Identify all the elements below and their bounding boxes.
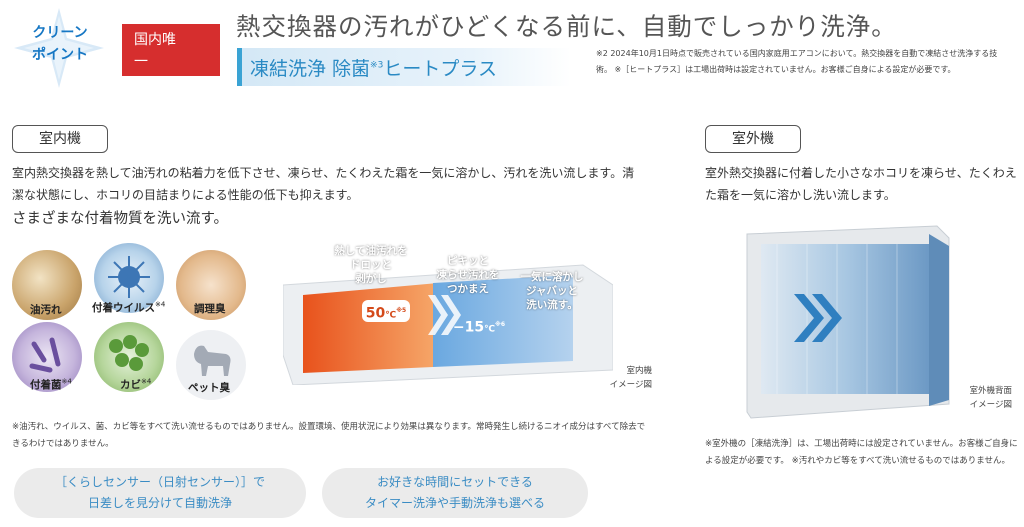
outdoor-footnote: ※室外機の［凍結洗浄］は、工場出荷時には設定されていません。お客様ご自身による設… [705, 439, 1018, 466]
bacteria-icon [29, 337, 61, 373]
feature-bar-text: 凍結洗浄 除菌※3ヒートプラス [250, 54, 497, 81]
pill1-line2: 日差しを見分けて自動洗浄 [87, 496, 232, 510]
mold-image [94, 322, 164, 392]
sensor-wash-pill[interactable]: ［くらしセンサー（日射センサー）］で 日差しを見分けて自動洗浄 [14, 468, 306, 518]
indoor-image-caption: 室内機 イメージ図 [609, 366, 652, 390]
pill1-line1: ［くらしセンサー（日射センサー）］で [54, 475, 265, 489]
substance-label-mold: カビ※4 [120, 377, 152, 392]
virus-icon [108, 256, 150, 298]
substance-label-cooking: 調理臭 [194, 303, 226, 315]
hot-temperature-badge: 50℃※5 [362, 300, 410, 322]
top-footnote: ※2 2024年10月1日時点で販売されている国内家庭用エアコンにおいて。熱交換… [596, 49, 998, 74]
indoor-footnote: ※油汚れ、ウイルス、菌、カビ等をすべて洗い流せるものではありません。設置環境、使… [12, 422, 646, 449]
outdoor-unit-label: 室外機 [705, 125, 801, 153]
clean-point-badge: クリーン ポイント [18, 22, 102, 66]
step-melt-text: 一気に溶かし ジャバッと 洗い流す。 [520, 271, 584, 311]
bacteria-image [12, 322, 82, 392]
dog-icon [194, 345, 231, 376]
feature-text-b: ヒートプラス [383, 58, 497, 80]
domestic-only-badge: 国内唯 一 [122, 24, 220, 76]
outdoor-image-caption: 室外機背面 イメージ図 [969, 386, 1012, 410]
cooking-odor-image [176, 250, 246, 320]
step-heat-text: 熱して油汚れを ドロッと 剥がし [334, 245, 408, 285]
indoor-subheading: さまざまな付着物質を洗い流す。 [12, 211, 229, 227]
timer-wash-pill[interactable]: お好きな時間にセットできる タイマー洗浄や手動洗浄も選べる [322, 468, 588, 518]
substance-label-bacteria: 付着菌※4 [30, 377, 72, 392]
badge-line1: クリーン [32, 25, 88, 41]
step-freeze-text: ピキッと 凍らせ汚れを つかまえ [436, 255, 500, 295]
sparkle-star-icon [14, 8, 104, 88]
page-title: 熱交換器の汚れがひどくなる前に、自動でしっかり洗浄。 [236, 12, 897, 41]
badge-line2: ポイント [32, 47, 88, 63]
pill2-line2: タイマー洗浄や手動洗浄も選べる [364, 496, 545, 510]
outdoor-description: 室外熱交換器に付着した小さなホコリを凍らせ、たくわえた霜を一気に溶かし洗い流しま… [705, 166, 1017, 202]
red-badge-line2: 一 [134, 54, 148, 70]
oil-stain-image [12, 250, 82, 320]
substance-label-virus: 付着ウイルス※4 [92, 300, 166, 315]
pill2-line1: お好きな時間にセットできる [377, 475, 533, 489]
mold-icon [109, 335, 149, 371]
indoor-unit-label: 室内機 [12, 125, 108, 153]
feature-sup: ※3 [370, 60, 384, 71]
substance-label-oil: 油汚れ [30, 304, 62, 316]
red-badge-line1: 国内唯 [134, 32, 176, 48]
substance-label-pet: ペット臭 [188, 382, 230, 394]
indoor-description: 室内熱交換器を熱して油汚れの粘着力を低下させ、凍らせ、たくわえた霜を一気に溶かし… [12, 166, 635, 202]
feature-bar [237, 48, 571, 86]
cold-temperature-badge: −15℃※6 [452, 319, 506, 336]
outdoor-unit-illustration [746, 225, 950, 419]
feature-text-a: 凍結洗浄 除菌 [250, 58, 371, 80]
double-chevron-right-icon [794, 294, 842, 342]
